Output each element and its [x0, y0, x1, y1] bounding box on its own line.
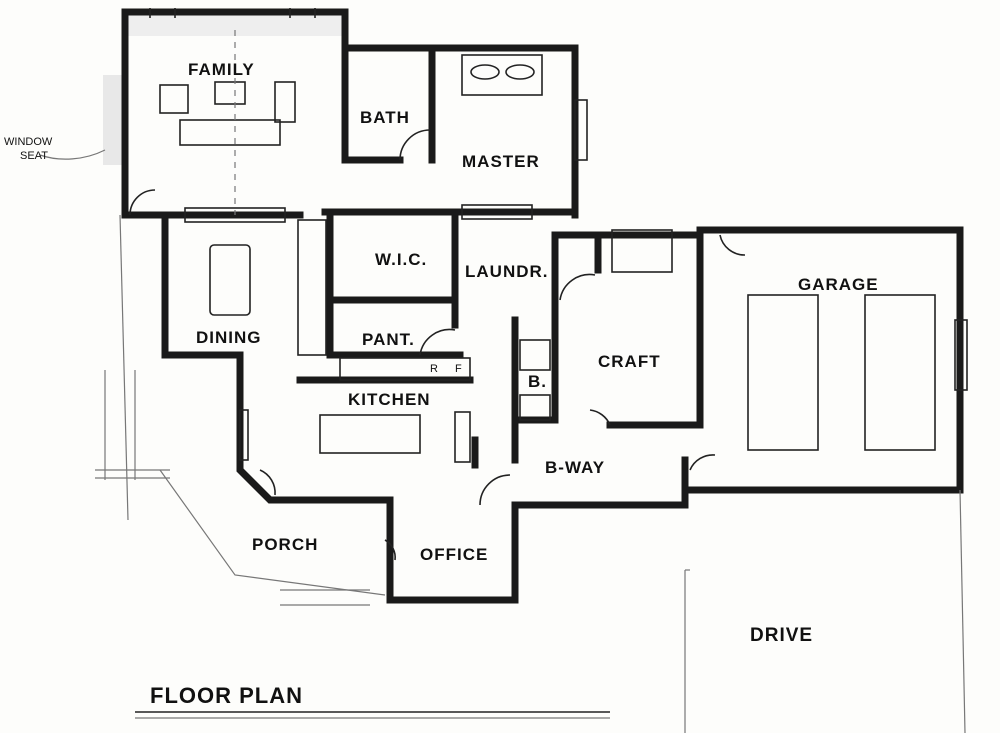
window-seat	[103, 75, 125, 165]
title-underline	[135, 711, 610, 719]
refrigerator-label: R	[430, 363, 438, 375]
room-label-bath: BATH	[360, 108, 410, 127]
room-label-laundry: LAUNDR.	[465, 262, 549, 281]
room-label-master: MASTER	[462, 152, 540, 171]
furniture	[159, 54, 936, 454]
room-label-family: FAMILY	[188, 60, 255, 79]
drawing-title: FLOOR PLAN	[150, 683, 303, 708]
door-swings	[129, 129, 746, 561]
freezer-label: F	[455, 363, 462, 375]
room-label-office: OFFICE	[420, 545, 489, 564]
window-seat-label-line2: SEAT	[20, 150, 48, 162]
room-label-craft: CRAFT	[598, 352, 661, 371]
room-label-kitchen: KITCHEN	[348, 390, 431, 409]
room-label-bway: B-WAY	[545, 458, 606, 477]
room-label-wic: W.I.C.	[375, 250, 428, 269]
room-label-drive: DRIVE	[750, 625, 814, 646]
room-label-pantry: PANT.	[362, 330, 415, 349]
room-label-bath-small: B.	[528, 372, 547, 391]
window-marks	[149, 8, 968, 463]
window-seat-label-line1: WINDOW	[4, 136, 53, 148]
room-label-dining: DINING	[196, 328, 262, 347]
room-label-porch: PORCH	[252, 535, 319, 554]
room-label-garage: GARAGE	[798, 275, 879, 294]
porch-steps-and-drive	[39, 30, 966, 733]
